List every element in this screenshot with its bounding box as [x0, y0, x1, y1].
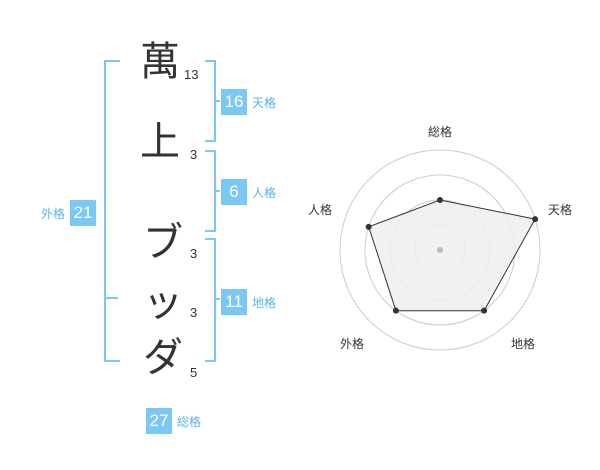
gaikaku-tick: [104, 297, 118, 299]
name-char-2: 上: [140, 119, 180, 165]
jinkaku-label: 人格: [252, 185, 277, 200]
chikaku-label: 地格: [252, 295, 277, 310]
tenkaku-badge: 16 天格: [221, 89, 276, 115]
name-char-4: ッ: [143, 280, 183, 326]
radar-center: [437, 247, 443, 253]
radar-label-jinkaku: 人格: [308, 203, 333, 217]
tenkaku-tick: [214, 100, 220, 102]
name-char-1: 萬: [140, 39, 180, 85]
radar-label-soukaku: 総格: [428, 125, 453, 139]
stroke-count-5: 5: [190, 365, 198, 380]
stroke-count-3: 3: [190, 246, 198, 261]
radar-point-4: [392, 307, 399, 314]
gaikaku-badge: 外格 21: [41, 200, 97, 226]
soukaku-label: 総格: [177, 414, 202, 429]
jinkaku-value: 6: [221, 179, 247, 205]
gaikaku-label: 外格: [41, 206, 66, 221]
radar-polygon: [368, 199, 536, 312]
jinkaku-badge: 6 人格: [221, 179, 276, 205]
gaikaku-value: 21: [70, 200, 97, 226]
chikaku-value: 11: [221, 289, 247, 315]
tenkaku-label: 天格: [252, 95, 277, 110]
gaikaku-bracket: [104, 60, 120, 362]
soukaku-badge: 27 総格: [146, 408, 201, 434]
tenkaku-value: 16: [221, 89, 247, 115]
name-char-3: ブ: [143, 220, 183, 266]
radar-point-2: [532, 216, 539, 223]
jinkaku-tick: [214, 190, 220, 192]
chikaku-bracket: [205, 238, 216, 362]
radar-point-3: [481, 307, 488, 314]
soukaku-value: 27: [146, 408, 172, 434]
radar-point-5: [365, 223, 372, 230]
stroke-count-1: 13: [184, 67, 199, 82]
radar-label-tenkaku: 天格: [548, 203, 573, 217]
stroke-count-2: 3: [190, 147, 198, 162]
radar-point-1: [437, 197, 443, 203]
stroke-count-4: 3: [190, 305, 198, 320]
chikaku-tick: [214, 298, 220, 300]
chikaku-badge: 11 地格: [221, 289, 276, 315]
radar-ring: [339, 149, 541, 351]
radar-label-gaikaku: 外格: [340, 337, 365, 351]
radar-label-chikaku: 地格: [511, 337, 536, 351]
name-char-5: ダ: [143, 335, 183, 381]
